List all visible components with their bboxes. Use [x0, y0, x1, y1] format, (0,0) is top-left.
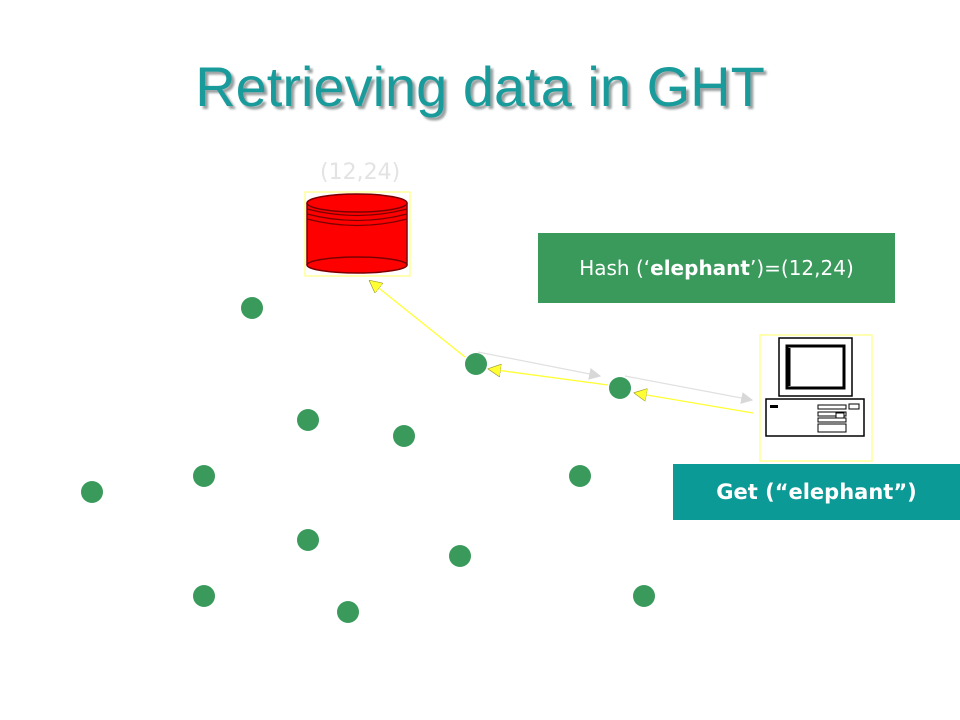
forward-arrow-1: [477, 351, 602, 380]
get-request-box: Get (“elephant”): [673, 464, 960, 520]
hash-prefix: Hash (‘: [579, 256, 651, 280]
forward-arrow-2: [624, 375, 754, 404]
storage-coordinate-label: (12,24): [320, 160, 401, 185]
sensor-node: [193, 465, 215, 487]
sensor-node: [393, 425, 415, 447]
sensor-node: [569, 465, 591, 487]
storage-node: [304, 191, 411, 277]
sensor-node: [297, 409, 319, 431]
route-arrow-2: [489, 369, 609, 386]
sensor-node: [193, 585, 215, 607]
sensor-nodes: [81, 297, 655, 623]
sensor-node: [465, 353, 487, 375]
storage-frame: [304, 191, 411, 277]
sensor-node: [297, 529, 319, 551]
sensor-node: [449, 545, 471, 567]
hash-result-box: Hash (‘elephant’)=(12,24): [538, 233, 895, 303]
client-computer: [759, 334, 873, 462]
sensor-node: [81, 481, 103, 503]
database-icon: [306, 193, 408, 274]
sensor-node: [241, 297, 263, 319]
sensor-node: [337, 601, 359, 623]
sensor-node: [633, 585, 655, 607]
slide-title: Retrieving data in GHT: [195, 55, 765, 118]
client-frame: [759, 334, 873, 462]
sensor-node: [609, 377, 631, 399]
hash-suffix: ’)=(12,24): [749, 256, 854, 280]
route-arrow-3: [370, 281, 466, 358]
computer-icon: [765, 337, 865, 437]
get-request-text: Get (“elephant”): [716, 480, 917, 504]
route-arrow-1: [635, 393, 754, 414]
hash-key: elephant: [650, 256, 750, 280]
